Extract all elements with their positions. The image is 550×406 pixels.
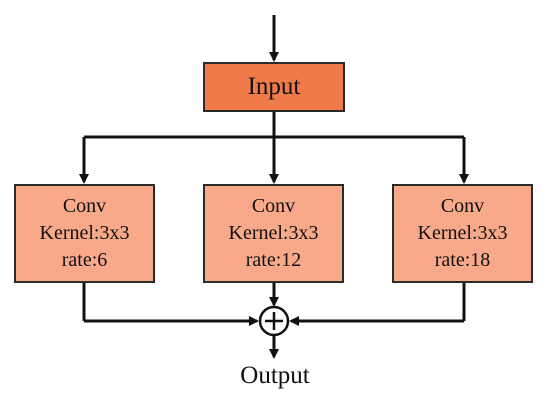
kernel-label: Kernel:3x3 — [39, 222, 130, 244]
input-block: Input — [203, 62, 345, 112]
conv-block-rate-6: Conv Kernel:3x3 rate:6 — [14, 184, 155, 283]
conv-block-rate-18: Conv Kernel:3x3 rate:18 — [392, 184, 533, 283]
kernel-label: Kernel:3x3 — [417, 222, 508, 244]
rate-label: rate:6 — [61, 249, 108, 271]
kernel-label: Kernel:3x3 — [228, 222, 319, 244]
conv-block-rate-12: Conv Kernel:3x3 rate:12 — [203, 184, 344, 283]
conv-title: Conv — [440, 195, 485, 217]
rate-label: rate:18 — [434, 249, 491, 271]
conv-title: Conv — [251, 195, 296, 217]
output-label: Output — [240, 362, 310, 389]
input-label: Input — [247, 73, 301, 100]
conv-title: Conv — [62, 195, 107, 217]
rate-label: rate:12 — [245, 249, 302, 271]
